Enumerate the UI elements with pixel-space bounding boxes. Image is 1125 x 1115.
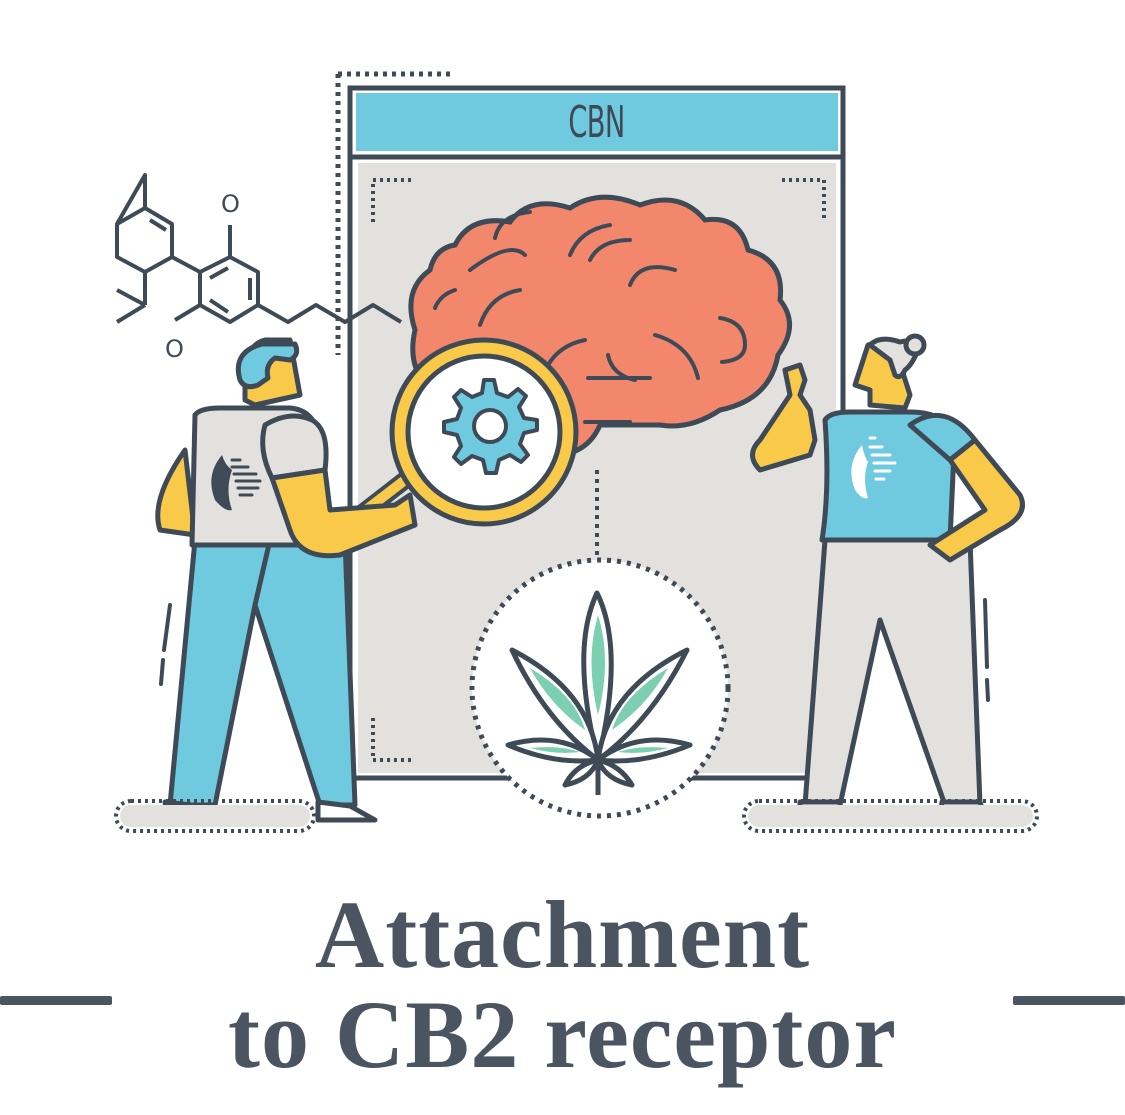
- oxygen-bottom-label: O: [165, 335, 184, 363]
- cannabis-leaf-badge: [469, 557, 731, 819]
- man-with-magnifier-figure: [155, 337, 418, 823]
- brand-logo-icon: [211, 455, 262, 511]
- left-rule-divider: [0, 996, 112, 1005]
- brand-logo-icon-light: [851, 436, 897, 499]
- panel-title: CBN: [568, 96, 625, 148]
- cannabis-leaf-icon: [505, 590, 693, 795]
- illustration: O O: [114, 71, 1039, 833]
- right-rule-divider: [1013, 996, 1125, 1005]
- oxygen-top-label: O: [221, 190, 240, 218]
- ground-platform-left: [114, 799, 316, 833]
- magnifying-glass-icon: [351, 337, 579, 527]
- headline-line-1: Attachment: [314, 881, 811, 988]
- dotted-frame-decoration: [335, 71, 450, 355]
- headline-line-2: to CB2 receptor: [228, 981, 897, 1088]
- motion-lines-decoration: [159, 598, 990, 702]
- gear-icon: [442, 378, 539, 475]
- cbn-molecule-diagram: [115, 173, 403, 324]
- ground-platform-right: [742, 799, 1039, 833]
